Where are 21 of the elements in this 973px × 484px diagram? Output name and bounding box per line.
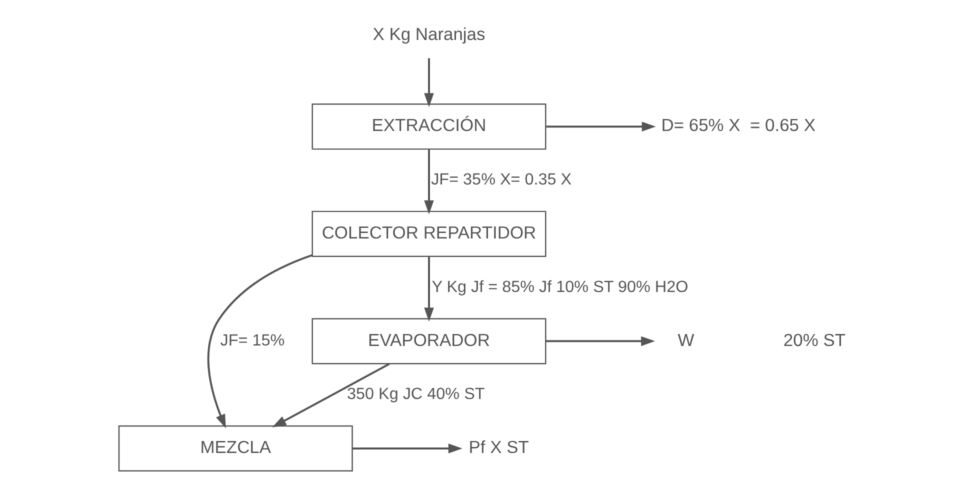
arrow (352, 444, 462, 454)
node-text: D= 65% X = 0.65 X (660, 115, 816, 136)
node-box: COLECTOR REPARTIDOR (311, 210, 546, 257)
arrow (546, 122, 656, 132)
arrow (206, 254, 312, 428)
node-box: EVAPORADOR (311, 318, 546, 364)
arrow (272, 363, 390, 428)
arrow (545, 336, 655, 346)
arrow (424, 150, 434, 214)
node-text: X Kg Naranjas (372, 24, 485, 44)
edge-label: Y Kg Jf = 85% Jf 10% ST 90% H2O (431, 278, 688, 296)
arrow (424, 256, 434, 322)
node-box: MEZCLA (118, 425, 352, 472)
edge-label: JF= 15% (220, 331, 284, 350)
edge-label: 350 Kg JC 40% ST (346, 385, 484, 404)
label: 20% ST (782, 330, 846, 350)
arrow (424, 58, 434, 108)
node-text: Pf X ST (468, 437, 528, 458)
node-box: EXTRACCIÓN (311, 104, 546, 150)
node-text: W (677, 330, 694, 350)
edge-label: JF= 35% X= 0.35 X (430, 170, 572, 188)
